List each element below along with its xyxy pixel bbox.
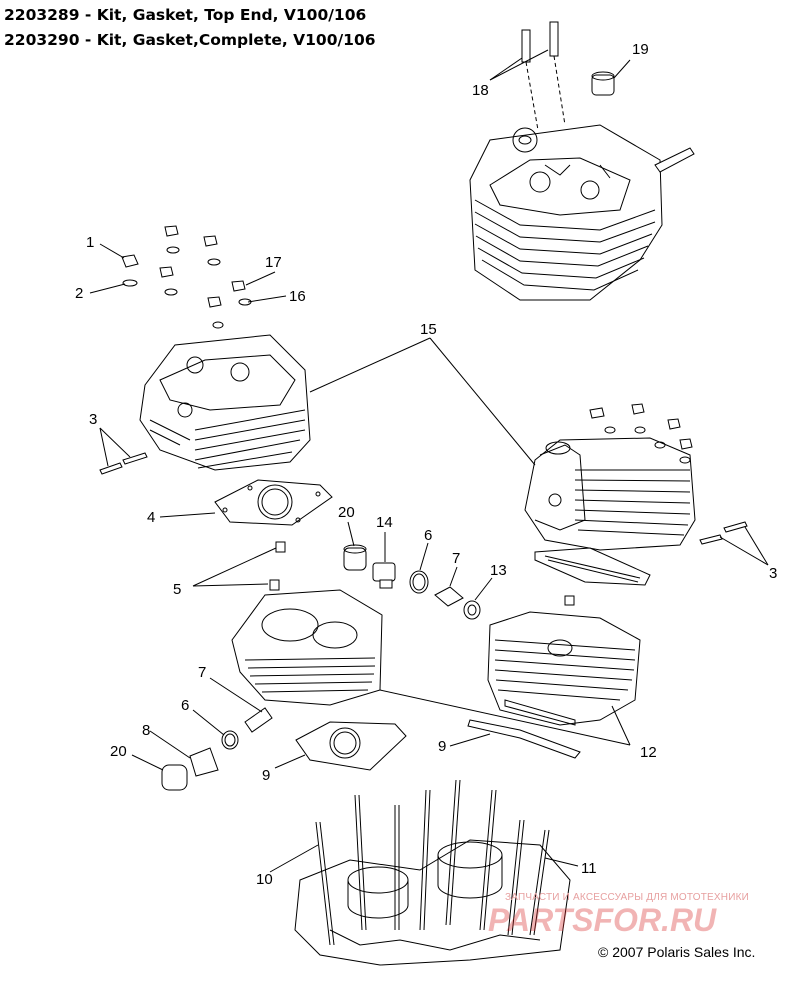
head-nuts-and-washers xyxy=(121,225,252,329)
callout-20-upper: 20 xyxy=(338,504,355,521)
callout-7-upper: 7 xyxy=(452,550,460,567)
rear-cylinder-head-drawing xyxy=(469,21,695,301)
callout-16: 16 xyxy=(289,288,306,305)
watermark-tagline: ЗАПЧАСТИ И АКСЕССУАРЫ ДЛЯ МОТОТЕХНИКИ xyxy=(505,892,750,903)
dowel-pin-upper xyxy=(275,541,286,553)
callout-13: 13 xyxy=(490,562,507,579)
callout-14: 14 xyxy=(376,514,393,531)
callout-1: 1 xyxy=(86,234,94,251)
callout-labels: 1 2 3 4 5 17 16 18 19 15 3 20 14 6 7 13 … xyxy=(75,41,777,888)
callout-3-left: 3 xyxy=(89,411,97,428)
head-gasket-rear xyxy=(534,547,651,586)
callout-18: 18 xyxy=(472,82,489,99)
right-cylinder-head-drawing xyxy=(524,403,748,551)
lower-left-fittings xyxy=(161,707,273,791)
callout-12: 12 xyxy=(640,744,657,761)
dowel-pin-right xyxy=(564,595,575,606)
callout-8: 8 xyxy=(142,722,150,739)
front-cylinder-head-drawing xyxy=(99,334,311,475)
front-cylinder-drawing xyxy=(231,589,383,706)
base-gasket-left xyxy=(295,721,407,771)
watermark-brand: PARTSFOR.RU xyxy=(488,902,717,938)
callout-15: 15 xyxy=(420,321,437,338)
callout-9-left: 9 xyxy=(262,767,270,784)
copyright-notice: © 2007 Polaris Sales Inc. xyxy=(598,944,756,960)
callout-4: 4 xyxy=(147,509,155,526)
callout-6-upper: 6 xyxy=(424,527,432,544)
leader-lines xyxy=(89,49,769,873)
callout-6-lower: 6 xyxy=(181,697,189,714)
callout-20-lower: 20 xyxy=(110,743,127,760)
callout-3-right: 3 xyxy=(769,565,777,582)
callout-2: 2 xyxy=(75,285,83,302)
head-gasket-front xyxy=(214,479,333,526)
base-gasket-right xyxy=(467,719,581,759)
rear-cylinder-drawing xyxy=(487,611,641,726)
crankcase-pistons-drawing xyxy=(294,779,571,966)
kit-top-end-title: 2203289 - Kit, Gasket, Top End, V100/106 xyxy=(4,6,367,24)
callout-11: 11 xyxy=(581,860,597,877)
callout-7-lower: 7 xyxy=(198,664,206,681)
dowel-pin-lower xyxy=(269,579,280,591)
kit-complete-title: 2203290 - Kit, Gasket,Complete, V100/106 xyxy=(4,31,376,49)
oil-fitting-parts xyxy=(343,544,481,620)
callout-9-right: 9 xyxy=(438,738,446,755)
callout-10: 10 xyxy=(256,871,273,888)
callout-17: 17 xyxy=(265,254,282,271)
callout-19: 19 xyxy=(632,41,649,58)
callout-5: 5 xyxy=(173,581,181,598)
